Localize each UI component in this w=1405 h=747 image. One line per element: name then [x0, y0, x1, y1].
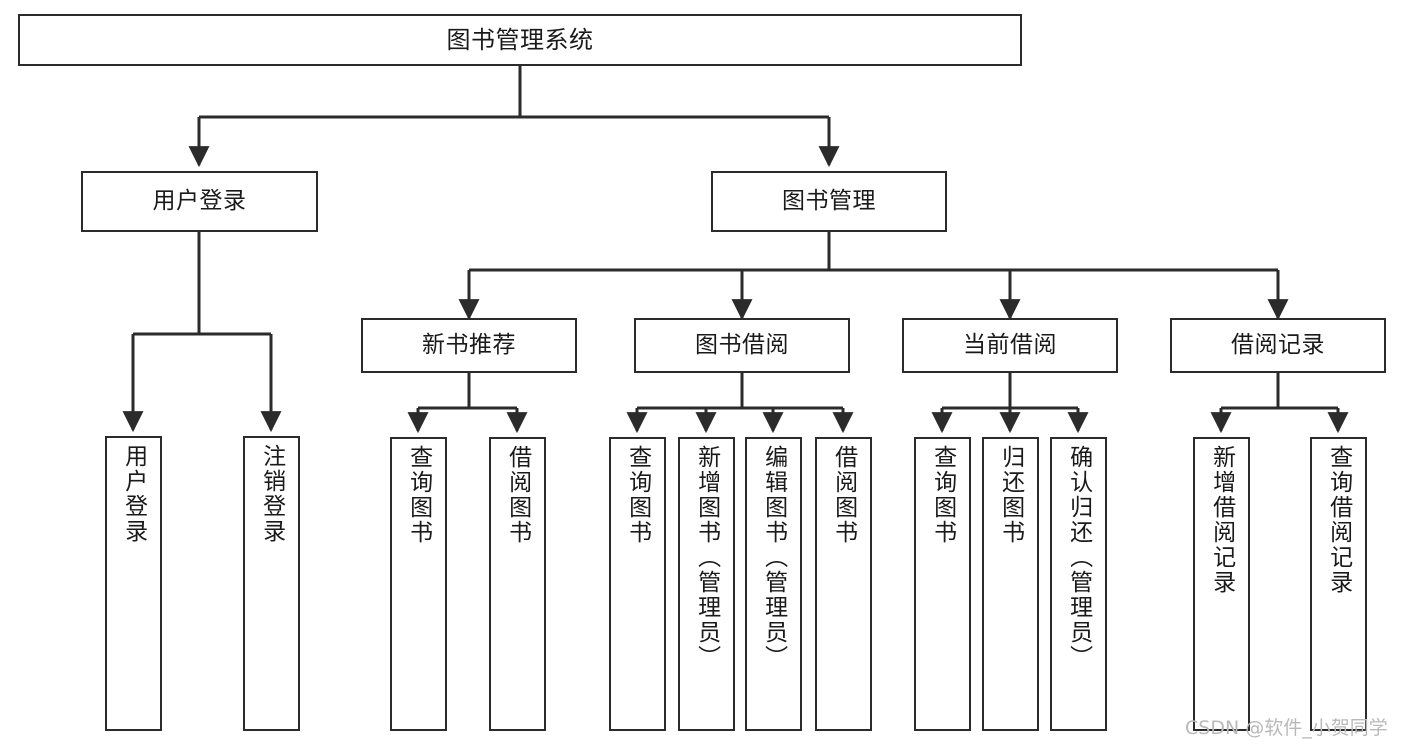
node-user-login[interactable]: 用户登录 — [81, 171, 318, 232]
node-label: 新增图书（管理员） — [693, 445, 720, 670]
node-leaf-borrow-book-nb[interactable]: 借阅图书 — [489, 437, 546, 731]
node-leaf-add-borrow-record[interactable]: 新增借阅记录 — [1193, 437, 1250, 731]
node-label: 借阅记录 — [1231, 331, 1325, 358]
node-book-borrow[interactable]: 图书借阅 — [634, 318, 850, 373]
node-leaf-confirm-return-admin[interactable]: 确认归还（管理员） — [1050, 437, 1107, 731]
node-label: 图书借阅 — [695, 331, 789, 358]
node-leaf-query-borrow-record[interactable]: 查询借阅记录 — [1310, 437, 1367, 731]
node-leaf-query-book-cb[interactable]: 查询图书 — [914, 437, 971, 731]
node-label: 当前借阅 — [963, 331, 1057, 358]
node-root-system[interactable]: 图书管理系统 — [18, 14, 1022, 66]
node-label: 查询图书 — [929, 445, 956, 545]
node-label: 注销登录 — [258, 444, 285, 544]
node-label: 借阅图书 — [830, 445, 857, 545]
node-label: 查询图书 — [405, 445, 432, 545]
node-label: 用户登录 — [152, 187, 247, 214]
node-label: 图书管理 — [782, 187, 876, 214]
node-leaf-query-book-bb[interactable]: 查询图书 — [609, 437, 666, 731]
node-label: 借阅图书 — [504, 445, 531, 545]
node-label: 用户登录 — [120, 444, 147, 544]
node-borrow-record[interactable]: 借阅记录 — [1170, 318, 1386, 373]
node-label: 查询图书 — [624, 445, 651, 545]
node-leaf-user-login[interactable]: 用户登录 — [105, 436, 162, 731]
node-label: 新书推荐 — [422, 331, 516, 358]
node-leaf-return-book[interactable]: 归还图书 — [982, 437, 1039, 731]
node-label: 图书管理系统 — [446, 25, 594, 54]
node-label: 编辑图书（管理员） — [760, 445, 787, 670]
node-book-management[interactable]: 图书管理 — [711, 171, 947, 232]
node-label: 新增借阅记录 — [1208, 445, 1235, 595]
node-leaf-query-book-nb[interactable]: 查询图书 — [390, 437, 447, 731]
node-leaf-add-book-admin[interactable]: 新增图书（管理员） — [678, 437, 735, 731]
node-leaf-logout[interactable]: 注销登录 — [243, 436, 300, 731]
node-leaf-borrow-book-bb[interactable]: 借阅图书 — [815, 437, 872, 731]
node-leaf-edit-book-admin[interactable]: 编辑图书（管理员） — [745, 437, 802, 731]
node-new-book-recommend[interactable]: 新书推荐 — [361, 318, 577, 373]
node-label: 确认归还（管理员） — [1065, 445, 1092, 670]
node-label: 归还图书 — [997, 445, 1024, 545]
node-current-borrow[interactable]: 当前借阅 — [902, 318, 1118, 373]
node-label: 查询借阅记录 — [1325, 445, 1352, 595]
csdn-watermark: CSDN @软件_小贺同学 — [1185, 717, 1388, 739]
